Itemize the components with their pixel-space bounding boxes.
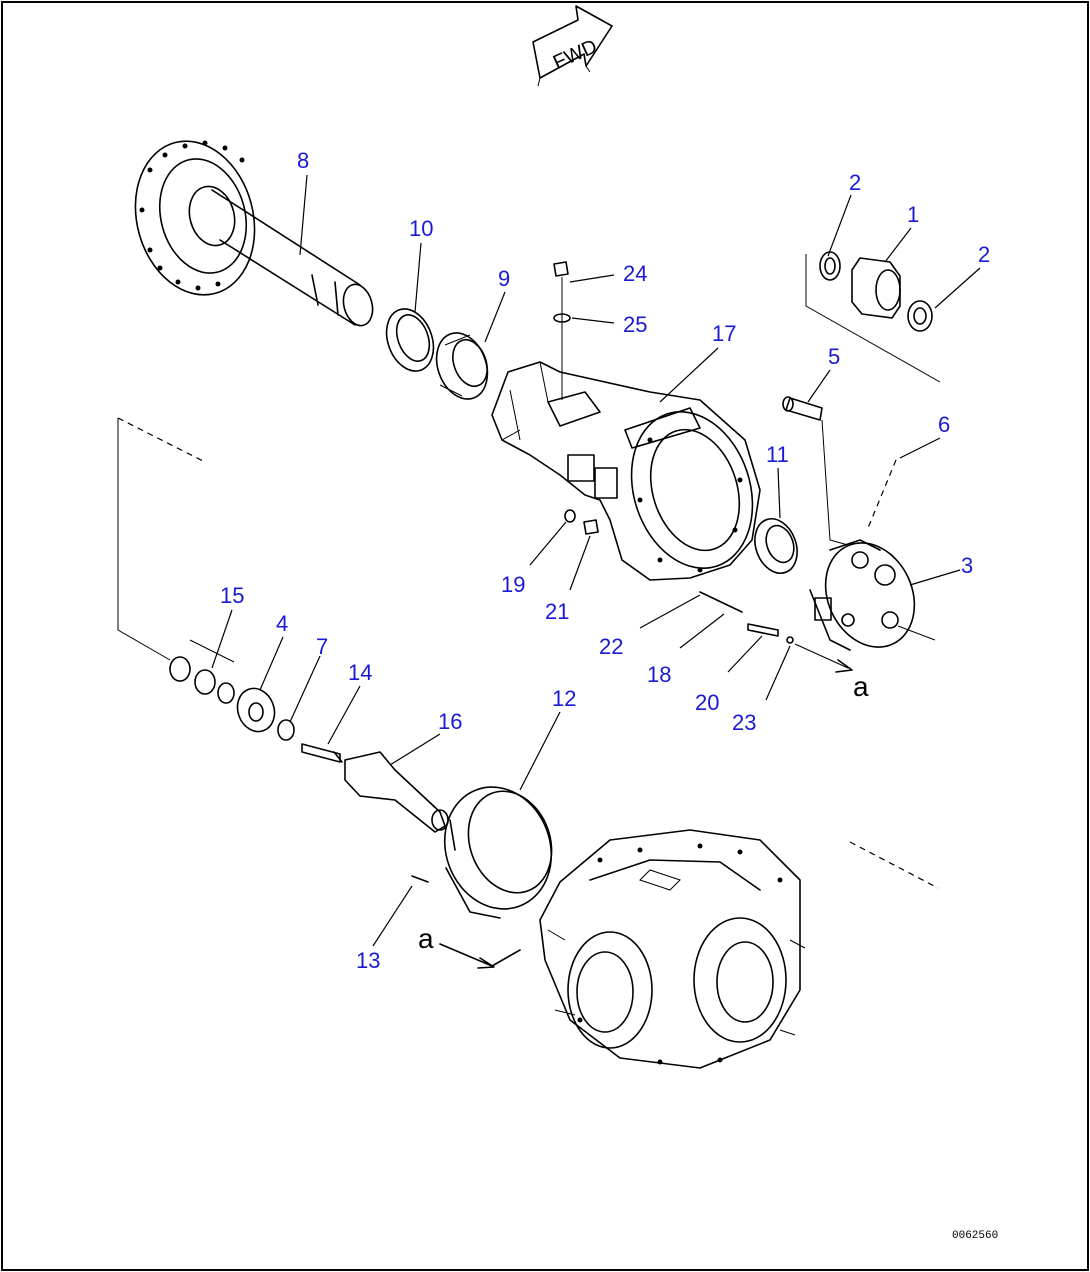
callout-2-top: 2 <box>849 170 861 195</box>
bearing-outer <box>435 332 489 400</box>
dowel-pin <box>411 875 429 883</box>
rod-set <box>699 591 853 673</box>
bolt <box>301 743 343 763</box>
callout-2-right: 2 <box>978 242 990 267</box>
callout-11: 11 <box>766 442 789 467</box>
bearing-inner <box>754 518 798 574</box>
breather-bolt <box>553 261 571 400</box>
callout-21: 21 <box>545 599 569 624</box>
oil-seal <box>385 308 435 372</box>
fwd-label: FWD <box>550 35 601 74</box>
left-guide-line <box>117 418 171 661</box>
bolt-guide-line <box>867 459 897 529</box>
leader-lines <box>211 174 981 947</box>
callout-10: 10 <box>409 216 433 241</box>
callout-15: 15 <box>220 583 244 608</box>
axle-housing <box>491 361 761 581</box>
pin <box>782 396 849 546</box>
callout-14: 14 <box>348 660 372 685</box>
view-marker-right: a <box>853 671 869 702</box>
callout-19: 19 <box>501 572 525 597</box>
fwd-arrow: FWD <box>532 5 613 87</box>
callout-18: 18 <box>647 662 671 687</box>
pinion-shaft <box>344 751 449 833</box>
view-marker-bottom: a <box>418 923 434 954</box>
callout-8: 8 <box>297 148 309 173</box>
callout-7: 7 <box>316 634 328 659</box>
callout-22: 22 <box>599 634 623 659</box>
lock-plate <box>277 719 295 741</box>
callout-17: 17 <box>712 321 736 346</box>
callout-6: 6 <box>938 412 950 437</box>
differential-carrier <box>809 539 936 651</box>
callout-16: 16 <box>438 709 462 734</box>
ring-gear <box>443 786 553 919</box>
callout-12: 12 <box>552 686 576 711</box>
right-guide-dash <box>849 841 939 889</box>
pinion-bearing-set <box>805 251 941 383</box>
callout-23: 23 <box>732 710 756 735</box>
view-a-arrowhead <box>477 957 495 969</box>
callout-24: 24 <box>623 261 647 286</box>
plug-set <box>564 509 599 535</box>
callout-9: 9 <box>498 266 510 291</box>
callout-1: 1 <box>907 202 919 227</box>
left-guide-dash <box>117 417 206 463</box>
view-a-arrow <box>439 943 521 967</box>
callout-3: 3 <box>961 553 973 578</box>
callout-5: 5 <box>828 344 840 369</box>
callout-25: 25 <box>623 312 647 337</box>
callout-20: 20 <box>695 690 719 715</box>
drawing-code: 0062560 <box>952 1230 998 1242</box>
callout-13: 13 <box>356 948 380 973</box>
axle-shaft-flange <box>134 140 374 327</box>
washer <box>236 687 276 733</box>
callout-4: 4 <box>276 611 288 636</box>
transmission-housing <box>539 829 806 1069</box>
shim-set <box>169 639 235 704</box>
